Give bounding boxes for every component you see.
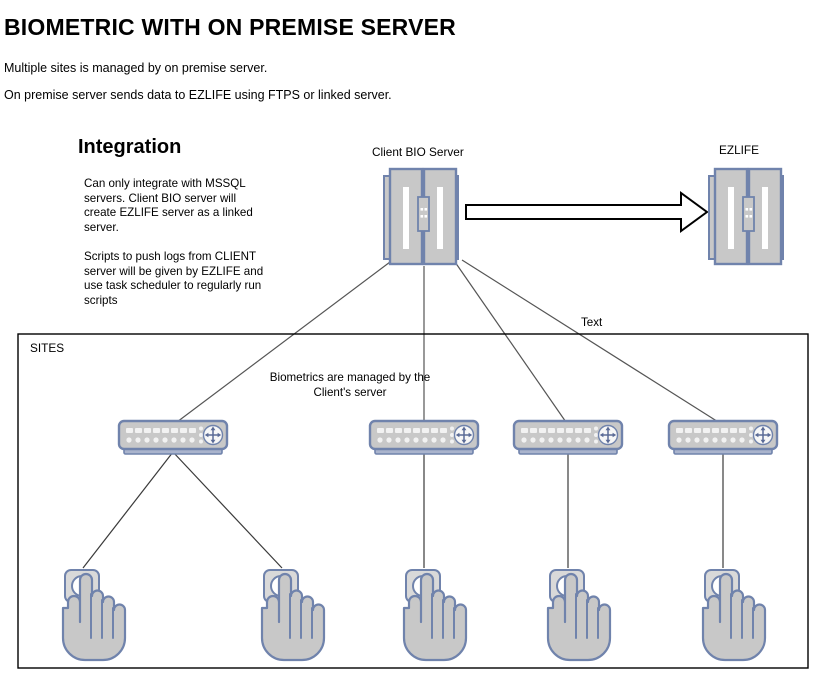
server-client-bio[interactable] [382,167,460,266]
sites-boundary-box [17,333,809,669]
scanner-site-2[interactable] [402,568,468,662]
intro-line-2: On premise server sends data to EZLIFE u… [4,88,392,102]
scanner-site-1b[interactable] [260,568,326,662]
biometrics-note: Biometrics are managed by the Client's s… [269,371,431,399]
page-title: BIOMETRIC WITH ON PREMISE SERVER [4,14,456,40]
switch-to-scanner-connectors [82,451,724,569]
integration-heading: Integration [78,136,182,158]
scanner-site-4[interactable] [701,568,767,662]
server-ezlife[interactable] [707,167,785,266]
integration-paragraph-1: Can only integrate with MSSQL servers. C… [84,177,253,234]
switch-site-3[interactable] [512,419,624,456]
edge-label-text: Text [581,316,603,329]
integration-paragraph-2: Scripts to push logs from CLIENT server … [84,250,264,307]
switch-site-4[interactable] [667,419,779,456]
scanner-site-1a[interactable] [61,568,127,662]
switch-site-2[interactable] [368,419,480,456]
client-bio-server-label: Client BIO Server [372,145,464,159]
client-to-ezlife-arrow [465,191,709,233]
ezlife-server-label: EZLIFE [719,143,759,157]
scanner-site-3[interactable] [546,568,612,662]
switch-site-1[interactable] [117,419,229,456]
server-to-switch-connectors [172,259,724,426]
intro-line-1: Multiple sites is managed by on premise … [4,61,268,75]
sites-box-label: SITES [30,341,65,355]
